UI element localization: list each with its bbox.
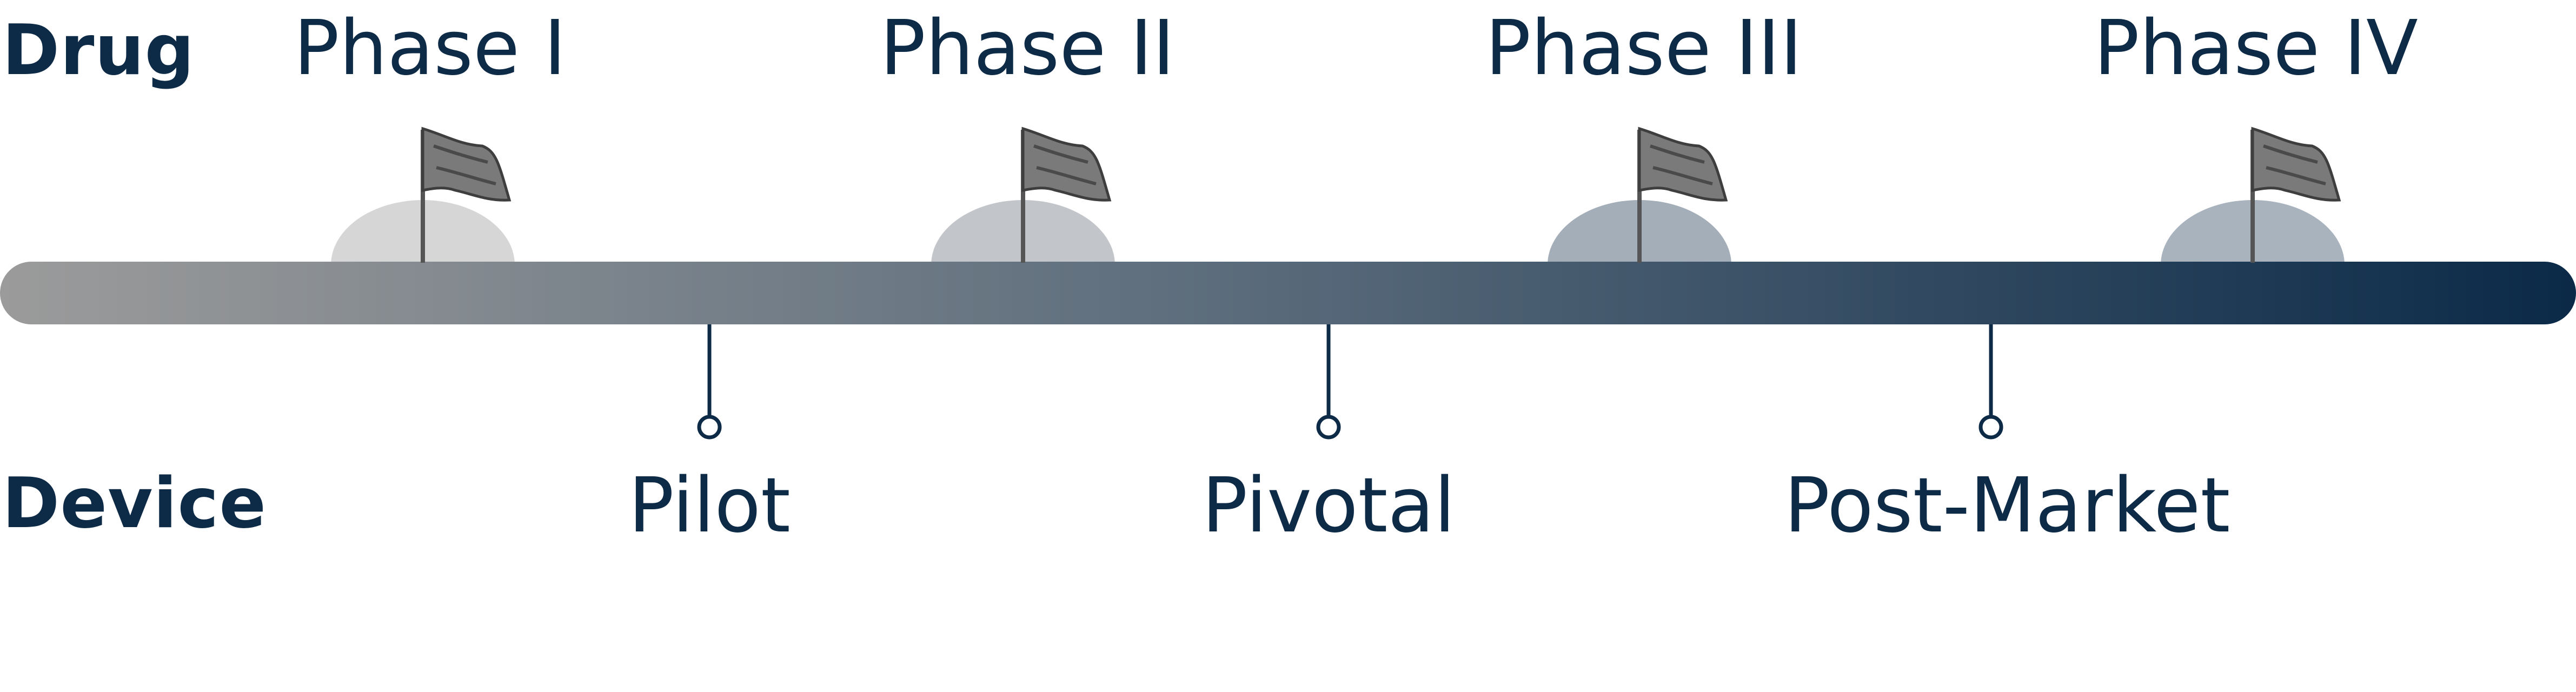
flag-icon <box>1021 127 1112 263</box>
phase-label-3: Phase III <box>1485 4 1803 92</box>
phase-label-1: Phase I <box>294 4 566 92</box>
drug-row-label: Drug <box>2 10 195 91</box>
phase-label-2: Phase II <box>880 4 1175 92</box>
flag-icon <box>421 127 512 263</box>
timeline-bar <box>0 262 2576 324</box>
stage-label-pivotal: Pivotal <box>1201 462 1456 550</box>
device-row-label: Device <box>2 463 267 544</box>
stage-label-pilot: Pilot <box>628 462 791 550</box>
pin-icon <box>1316 324 1341 440</box>
stage-label-post-market: Post-Market <box>1784 462 2230 550</box>
phase-label-4: Phase IV <box>2094 4 2418 92</box>
flag-icon <box>1637 127 1728 263</box>
pin-icon <box>1979 324 2003 440</box>
pin-icon <box>697 324 722 440</box>
flag-icon <box>2250 127 2341 263</box>
